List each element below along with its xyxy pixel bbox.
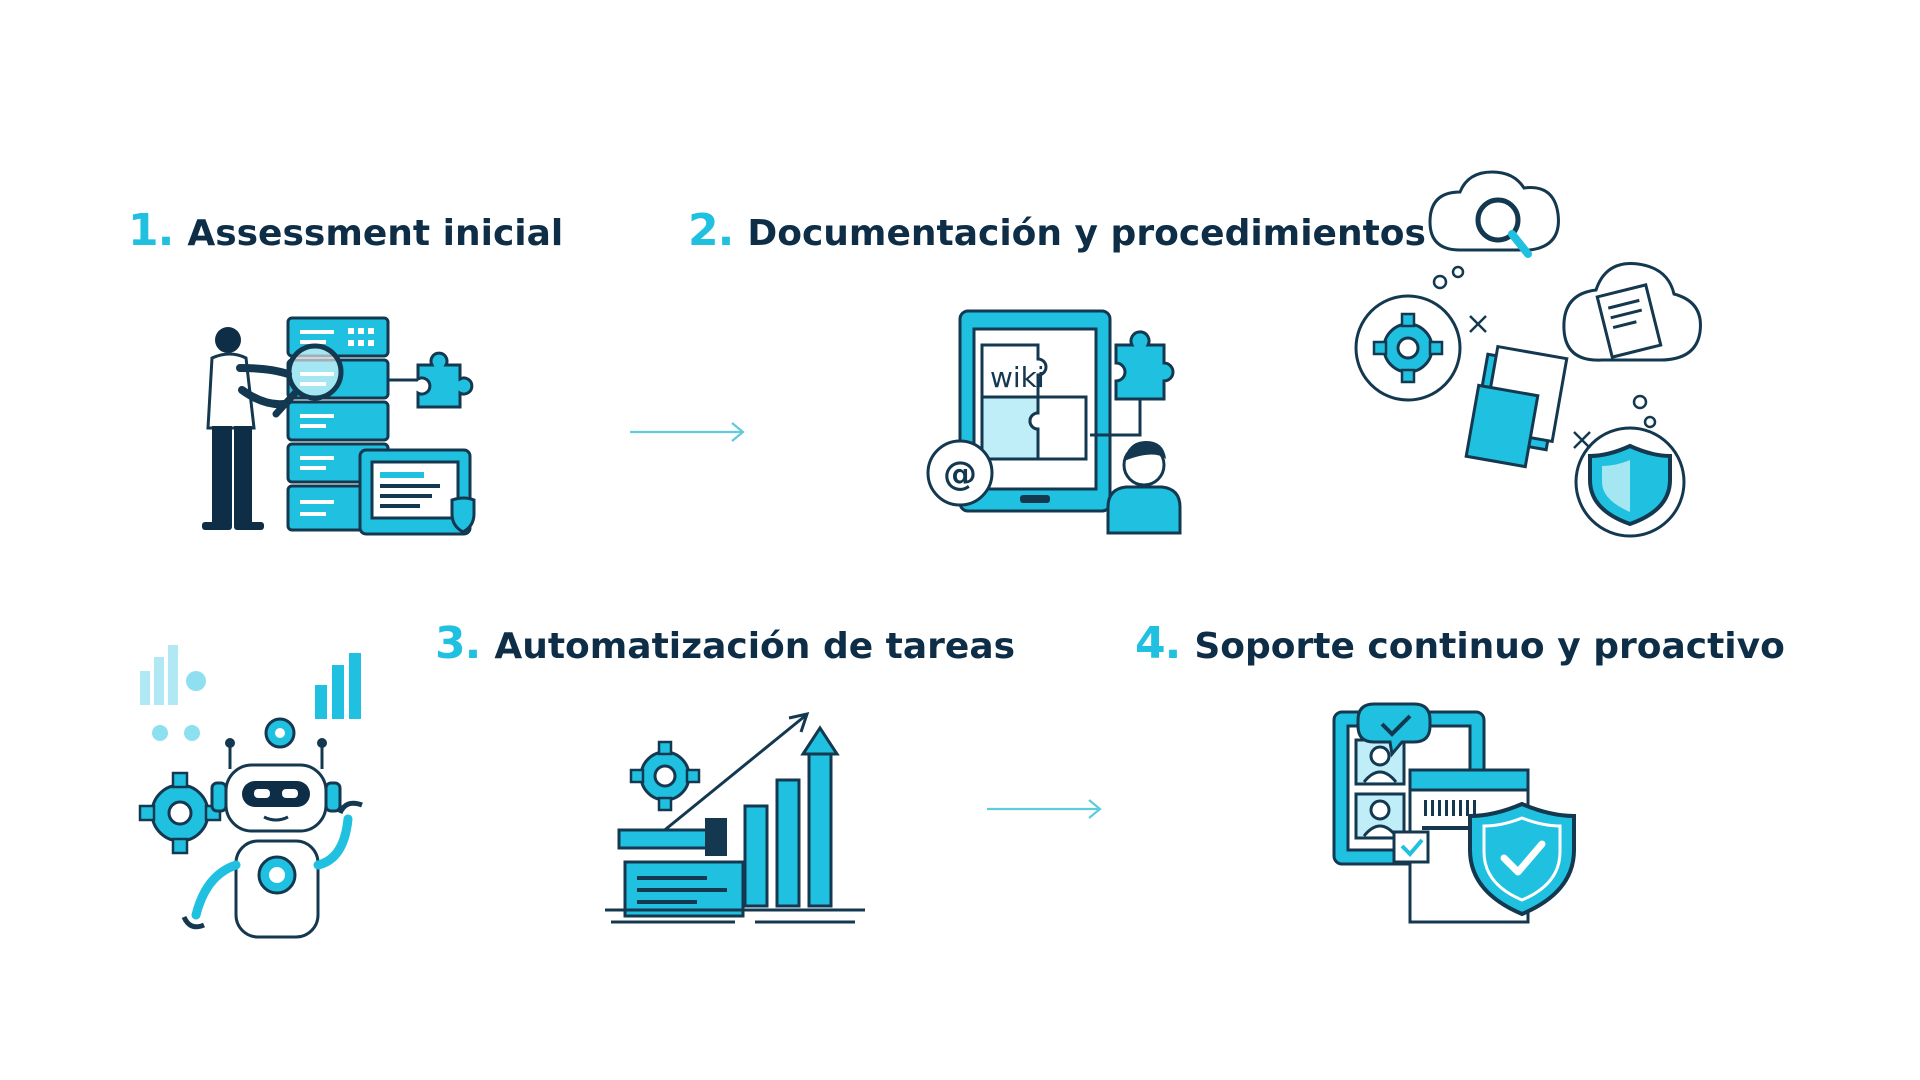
- step-2-number: 2.: [688, 205, 734, 256]
- puzzle-piece: [1114, 330, 1175, 401]
- step-4-number: 4.: [1135, 618, 1181, 669]
- arrow-step-3-to-4: [987, 799, 1102, 819]
- arrow-step-1-to-2: [630, 422, 745, 442]
- tool-arm: [617, 818, 727, 856]
- gear-icon: [138, 771, 222, 855]
- chat-check-bubble: [1356, 702, 1432, 758]
- bar-chart: [315, 653, 361, 719]
- documents-stack: [1464, 344, 1569, 469]
- faded-bar-chart: [140, 645, 178, 705]
- wiki-label: wiki: [990, 361, 1045, 394]
- shield-small: [450, 496, 476, 534]
- support-shield-icon: [1332, 702, 1576, 924]
- email-badge: @: [926, 439, 994, 507]
- step-1-number: 1.: [128, 205, 174, 256]
- tablet-device: [358, 448, 472, 536]
- small-gears: [152, 671, 206, 741]
- robot-automation-icon: [138, 645, 363, 939]
- checkbox: [1392, 830, 1430, 864]
- puzzle-piece: [416, 351, 474, 409]
- arrow-head: [731, 422, 745, 442]
- wiki-documentation-icon: wiki @: [926, 309, 1182, 535]
- robot-figure: [181, 738, 363, 939]
- gear-icon: [629, 740, 701, 812]
- user-avatar: [1106, 441, 1182, 535]
- puzzle-board: [980, 343, 1088, 461]
- step-3-title: 3. Automatización de tareas: [435, 618, 1015, 669]
- person-figure: [202, 327, 292, 530]
- shield-check-icon: [1468, 801, 1576, 917]
- growth-chart-icon: [605, 711, 865, 924]
- step-2-title: 2. Documentación y procedimientos: [688, 205, 1426, 256]
- server-analysis-icon: [202, 316, 476, 536]
- gear-icon: [1372, 312, 1444, 384]
- document-stack: [623, 860, 745, 918]
- step-1-title: 1. Assessment inicial: [128, 205, 563, 256]
- step-4-title: 4. Soporte continuo y proactivo: [1135, 618, 1785, 669]
- step-1-label: Assessment inicial: [187, 213, 564, 254]
- trend-arrow: [644, 714, 806, 848]
- security-cloud-icon: [1354, 170, 1702, 538]
- arrow-head: [1088, 799, 1102, 819]
- step-3-number: 3.: [435, 618, 481, 669]
- step-3-label: Automatización de tareas: [494, 626, 1016, 667]
- bars: [743, 725, 840, 908]
- step-2-label: Documentación y procedimientos: [747, 213, 1426, 254]
- step-4-label: Soporte continuo y proactivo: [1194, 626, 1785, 667]
- email-symbol: @: [943, 454, 977, 494]
